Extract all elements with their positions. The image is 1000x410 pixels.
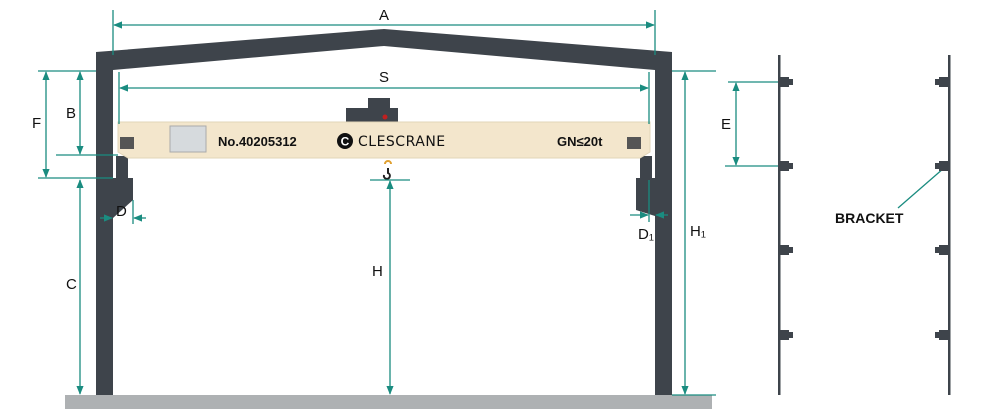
roof-truss bbox=[96, 29, 672, 70]
wall-right bbox=[948, 55, 951, 395]
brand-logo-letter: C bbox=[341, 135, 350, 149]
control-panel bbox=[169, 125, 207, 153]
left-column bbox=[96, 52, 113, 395]
label-a: A bbox=[379, 7, 389, 24]
label-bracket: BRACKET bbox=[835, 210, 904, 226]
brand-logo-icon bbox=[337, 133, 353, 149]
crane: No.40205312 C CLESCRANE GN≤20t bbox=[117, 98, 651, 180]
runway-walls bbox=[778, 55, 951, 395]
label-b: B bbox=[66, 105, 76, 122]
label-e: E bbox=[721, 116, 731, 133]
label-d1: D₁ bbox=[638, 226, 654, 243]
right-rail-support bbox=[640, 156, 652, 180]
main-girder bbox=[117, 121, 651, 159]
left-rail-support bbox=[116, 156, 128, 180]
left-end-carriage bbox=[120, 137, 134, 149]
crane-serial-number: No.40205312 bbox=[218, 134, 297, 149]
label-c: C bbox=[66, 276, 77, 293]
ground-slab bbox=[65, 395, 712, 409]
crane-brand: CLESCRANE bbox=[358, 134, 446, 150]
wall-left bbox=[778, 55, 781, 395]
brackets-left-wall bbox=[780, 77, 793, 340]
label-h: H bbox=[372, 263, 383, 280]
building-frame bbox=[96, 29, 672, 395]
label-d: D bbox=[116, 203, 127, 220]
hoist bbox=[368, 98, 390, 110]
brackets-right-wall bbox=[935, 77, 948, 340]
label-h1: H₁ bbox=[690, 223, 706, 240]
dimension-lines bbox=[38, 10, 945, 396]
right-corbel bbox=[636, 178, 655, 216]
trolley bbox=[346, 108, 398, 122]
crane-capacity: GN≤20t bbox=[557, 134, 603, 149]
right-column bbox=[655, 52, 672, 395]
right-end-carriage bbox=[627, 137, 641, 149]
left-corbel bbox=[113, 178, 133, 218]
label-s: S bbox=[379, 69, 389, 86]
hook-icon bbox=[382, 160, 392, 180]
label-f: F bbox=[32, 115, 41, 132]
